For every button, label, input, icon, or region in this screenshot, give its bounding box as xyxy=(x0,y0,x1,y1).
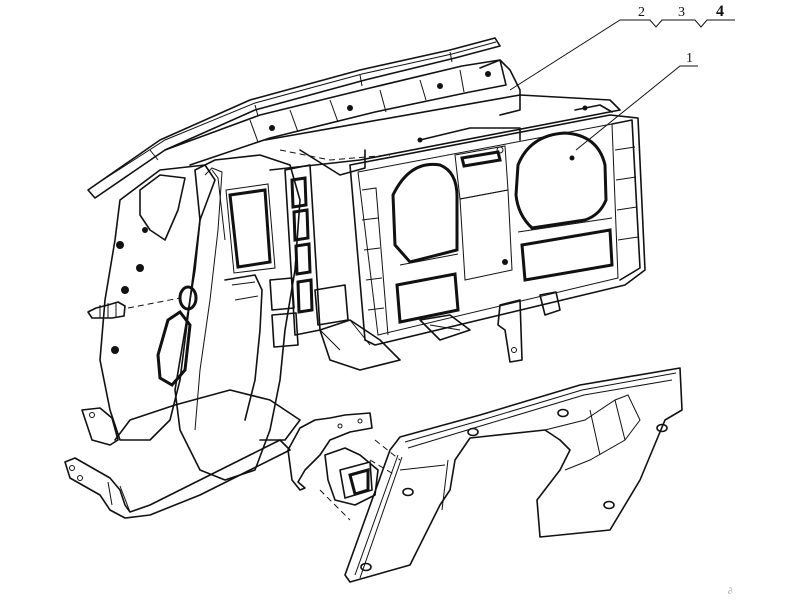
left-side-panel xyxy=(87,164,216,441)
callout-label-3: 3 xyxy=(678,5,685,20)
callout-label-4: 4 xyxy=(716,3,724,20)
lower-left-braces xyxy=(64,389,301,519)
main-left-pillar xyxy=(156,154,301,481)
exploded-switch-bracket xyxy=(287,412,401,521)
middle-tray xyxy=(264,94,621,176)
callout-label-2: 2 xyxy=(638,5,645,20)
center-control-strip xyxy=(269,164,401,371)
top-rail xyxy=(87,37,521,199)
instrument-cluster-housing xyxy=(349,114,646,346)
corner-mark: ∂ xyxy=(728,586,733,596)
cluster-mount-brackets xyxy=(419,291,561,363)
callout-leaders xyxy=(509,19,735,151)
callout-label-1: 1 xyxy=(686,51,693,66)
lower-trim-panel xyxy=(344,367,683,583)
